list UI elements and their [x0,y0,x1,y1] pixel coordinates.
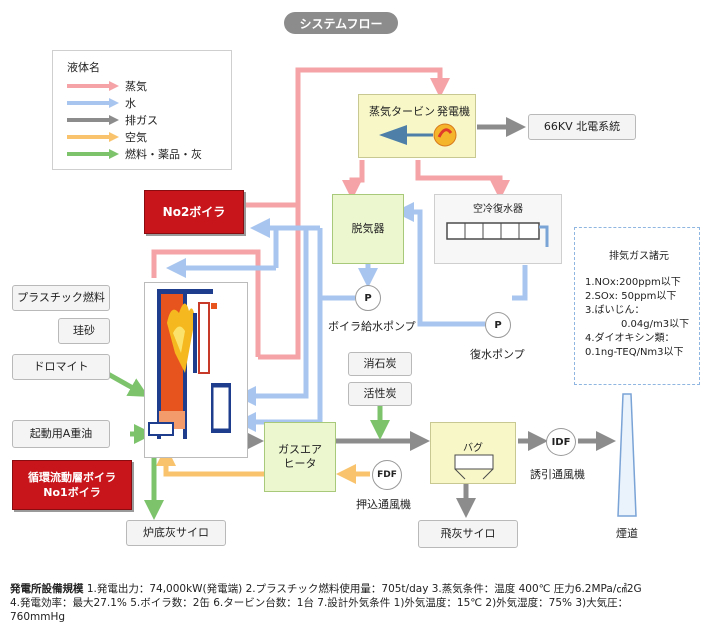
no1-boiler: 循環流動層ボイラ No1ボイラ [12,460,132,510]
feed-pump-label: ボイラ給水ポンプ [328,320,416,333]
water-line-to-boiler-mid [236,228,309,406]
heavy-oil-box: 起動用A重油 [12,420,110,448]
legend-title: 液体名 [67,61,100,74]
exhaust-spec-line: 1.NOx:200ppm以下 [585,277,681,288]
fuel-line-dolomite [106,371,149,397]
no1-boiler-line1: 循環流動層ボイラ [28,471,116,484]
bottom-ash-silo: 炉底灰サイロ [126,520,226,546]
deaerator-box: 脱気器 [332,194,404,264]
steam-line-main [258,67,450,360]
exhaust-spec-title: 排気ガス諸元 [609,251,669,262]
fdf-icon: FDF [372,460,402,490]
legend: 液体名 蒸気 水 排ガス 空気 燃料・薬品・灰 [52,50,232,170]
stack-label: 煙道 [616,527,638,540]
bag-filter: バグ フィルタ [430,422,516,484]
idf-icon: IDF [546,428,576,456]
turbine-icon [379,123,457,147]
stack-icon [617,393,637,517]
water-line-condensate-back [394,202,485,327]
bag-filter-line1: バグ [463,443,483,454]
exhaust-spec-box: 排気ガス諸元 1.NOx:200ppm以下 2.SOx: 50ppm以下 3.ば… [574,227,700,385]
legend-item-exhaust: 排ガス [67,113,158,127]
slaked-lime-box: 消石炭 [348,352,412,376]
facility-specs-line2: 4.発電効率：最大27.1% 5.ボイラ数：2缶 6.タービン台数：1台 7.設… [10,597,629,609]
condenser-label: 空冷復水器 [473,204,523,215]
legend-label: 排ガス [125,114,158,127]
steam-line-boiler [151,249,261,357]
legend-label: 空気 [125,131,147,144]
heater-line2: ヒータ [283,457,317,470]
condenser-icon [446,222,549,247]
facility-specs-line3: 760mmHg [10,611,66,623]
generator-label: 発電機 [437,105,470,118]
boiler-illustration [148,289,231,439]
turbine-generator-box: 蒸気タービン 発電機 [358,94,476,158]
facility-specs-line1: 1.発電出力：74,000kW(発電端) 2.プラスチック燃料使用量：705t/… [83,583,642,595]
exhaust-spec-line: 0.1ng-TEQ/Nm3以下 [585,347,684,358]
condensate-pump-label: 復水ポンプ [470,348,525,361]
fly-ash-silo: 飛灰サイロ [418,520,518,548]
condenser-box: 空冷復水器 [434,194,562,264]
exhaust-spec-line: 0.04g/m3以下 [621,319,690,330]
legend-label: 水 [125,97,136,110]
legend-label: 燃料・薬品・灰 [125,148,202,161]
legend-item-water: 水 [67,96,136,110]
condensate-pump-icon: P [485,312,511,338]
page-title: システムフロー [284,12,398,34]
gas-air-heater: ガスエア ヒータ [264,422,336,492]
fdf-label: 押込通風機 [356,498,411,511]
activated-carbon-box: 活性炭 [348,382,412,406]
legend-label: 蒸気 [125,80,147,93]
air-line-heater-boiler [156,446,264,477]
idf-label: 誘引通風機 [530,468,585,481]
heater-line1: ガスエア [278,443,322,456]
grid-box: 66KV 北電系統 [528,114,636,140]
exhaust-spec-line: 3.ばいじん： [585,305,645,316]
plastic-fuel-box: プラスチック燃料 [12,285,110,311]
no1-boiler-line2: No1ボイラ [43,486,101,499]
turbine-label: 蒸気タービン [369,105,435,118]
feed-pump-icon: P [355,285,381,311]
exhaust-spec-line: 4.ダイオキシン類： [585,333,675,344]
legend-item-steam: 蒸気 [67,79,147,93]
water-line-condensate [512,265,528,301]
steam-line-to-deaerator [342,160,365,200]
steam-line-to-condenser [415,160,510,200]
exhaust-spec-line: 2.SOx: 50ppm以下 [585,291,677,302]
no2-boiler: No2ボイラ [144,190,244,234]
bag-filter-icon [454,454,494,480]
facility-specs: 発電所設備規模 1.発電出力：74,000kW(発電端) 2.プラスチック燃料使… [10,582,706,624]
facility-specs-heading: 発電所設備規模 [10,583,84,595]
legend-item-fuel: 燃料・薬品・灰 [67,147,202,161]
legend-item-air: 空気 [67,130,147,144]
no1-boiler-drawing [144,282,248,458]
silica-sand-box: 珪砂 [58,318,110,344]
dolomite-box: ドロマイト [12,354,110,380]
